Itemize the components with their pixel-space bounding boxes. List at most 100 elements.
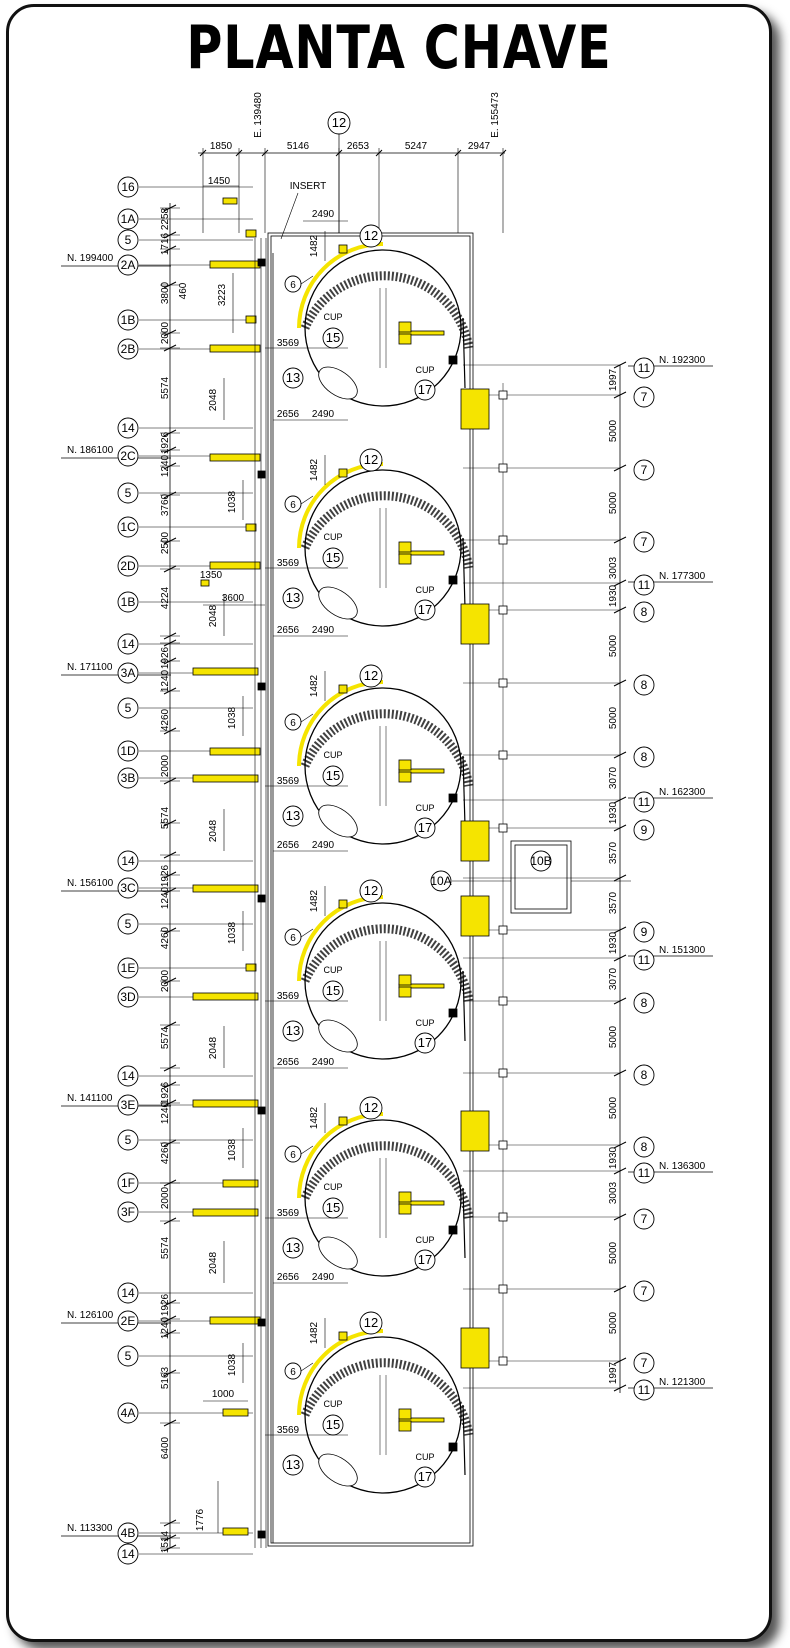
yellow-element [245, 963, 257, 972]
reference-bubble-text: 5 [125, 233, 132, 247]
reference-bubble [282, 587, 304, 609]
yellow-element [192, 774, 259, 783]
drawing-line [462, 1187, 466, 1259]
level-label: N. 136300 [659, 1161, 706, 1172]
column-marker [498, 1212, 508, 1222]
dimension-text: 1350 [200, 570, 223, 581]
yellow-element [192, 667, 259, 676]
yellow-element [398, 1200, 445, 1206]
left-dimension-text: 3800 [160, 281, 171, 304]
reference-bubble-text: 2D [120, 559, 136, 573]
dimension-text: 1038 [227, 490, 238, 513]
reference-bubble-text: 13 [286, 1023, 300, 1038]
yellow-element [222, 197, 238, 205]
reference-bubble [117, 740, 139, 762]
level-label: N. 199400 [67, 253, 114, 264]
reference-bubble-text: 11 [638, 795, 651, 809]
right-dimension-text: 1930 [608, 801, 619, 824]
left-dimension-text: 1716 [160, 232, 171, 255]
reference-bubble [633, 459, 655, 481]
reference-bubble [282, 805, 304, 827]
reference-bubble-text: 6 [290, 1367, 296, 1378]
drawing-line [462, 317, 466, 389]
reference-bubble-text: 15 [326, 768, 340, 783]
yellow-element [398, 983, 445, 989]
reference-bubble [633, 1352, 655, 1374]
reference-bubble [117, 516, 139, 538]
drawing-line [300, 713, 314, 723]
left-dimension-text: 1514 [160, 1530, 171, 1553]
level-label: N. 171100 [67, 662, 113, 673]
reference-bubble [117, 913, 139, 935]
yellow-element [209, 1316, 261, 1325]
drawing-line [199, 149, 207, 157]
right-dimension-text: 3003 [608, 1181, 619, 1204]
right-dimension-text: 1997 [608, 368, 619, 391]
left-dimension-text: 2000 [160, 969, 171, 992]
reference-bubble [117, 1094, 139, 1116]
yellow-element [398, 321, 412, 333]
dimension-text: 2490 [312, 409, 335, 420]
reference-bubble-text: 5 [125, 1349, 132, 1363]
reference-bubble-text: 9 [641, 925, 648, 939]
right-dimension-text: 5000 [608, 634, 619, 657]
column-marker [257, 470, 266, 479]
yellow-stair [460, 820, 490, 862]
dimension-text: 3569 [277, 776, 300, 787]
dimension-text: 1038 [227, 706, 238, 729]
column-marker [498, 1284, 508, 1294]
right-dimension-text: 5000 [608, 1241, 619, 1264]
left-dimension-text: 4260 [160, 926, 171, 949]
yellow-element [398, 768, 445, 774]
yellow-element [338, 244, 348, 254]
tank-walkway [300, 709, 474, 787]
reference-bubble-text: 7 [641, 390, 648, 404]
insert-label: INSERT [290, 181, 327, 192]
reference-bubble [359, 448, 383, 472]
reference-bubble [359, 1311, 383, 1335]
column-marker [448, 1442, 458, 1452]
reference-bubble-text: 6 [290, 500, 296, 511]
dimension-text: 2656 [277, 409, 300, 420]
drawing-line [280, 192, 299, 240]
left-dimension-text: 1926 [160, 1293, 171, 1316]
column-marker [257, 682, 266, 691]
column-marker [498, 750, 508, 760]
reference-bubble-text: 12 [364, 1315, 378, 1330]
column-marker [257, 1530, 266, 1539]
reference-bubble-text: 6 [290, 1150, 296, 1161]
reference-bubble [117, 877, 139, 899]
reference-bubble [633, 1208, 655, 1230]
column-marker [448, 1225, 458, 1235]
top-dimension-text: 5146 [287, 141, 310, 152]
right-dimension-text: 5000 [608, 1025, 619, 1048]
drawing-line [300, 495, 314, 505]
tank-walkway [300, 491, 474, 569]
reference-bubble [117, 1282, 139, 1304]
reference-bubble-text: 8 [641, 605, 648, 619]
yellow-element [192, 992, 259, 1001]
reference-bubble-text: 15 [326, 550, 340, 565]
reference-bubble [117, 697, 139, 719]
reference-bubble-text: 11 [638, 953, 651, 967]
yellow-element [338, 899, 348, 909]
right-dimension-text: 3070 [608, 967, 619, 990]
reference-bubble [117, 555, 139, 577]
reference-bubble [414, 1466, 436, 1488]
top-dimension-text: 2653 [347, 141, 370, 152]
dimension-text: 3569 [277, 1425, 300, 1436]
equipment-box-inner [514, 844, 568, 910]
reference-bubble [282, 1454, 304, 1476]
reference-bubble [117, 1201, 139, 1223]
reference-bubble [117, 1172, 139, 1194]
yellow-element [209, 344, 261, 353]
reference-bubble-text: 2E [121, 1314, 136, 1328]
reference-bubble-text: 7 [641, 1284, 648, 1298]
yellow-element [398, 1203, 412, 1215]
top-dimension-text: 2947 [468, 141, 491, 152]
reference-bubble-text: 13 [286, 808, 300, 823]
reference-bubble-text: 7 [641, 463, 648, 477]
yellow-element [222, 1179, 259, 1188]
reference-bubble [633, 386, 655, 408]
dimension-text: 2048 [208, 388, 219, 411]
